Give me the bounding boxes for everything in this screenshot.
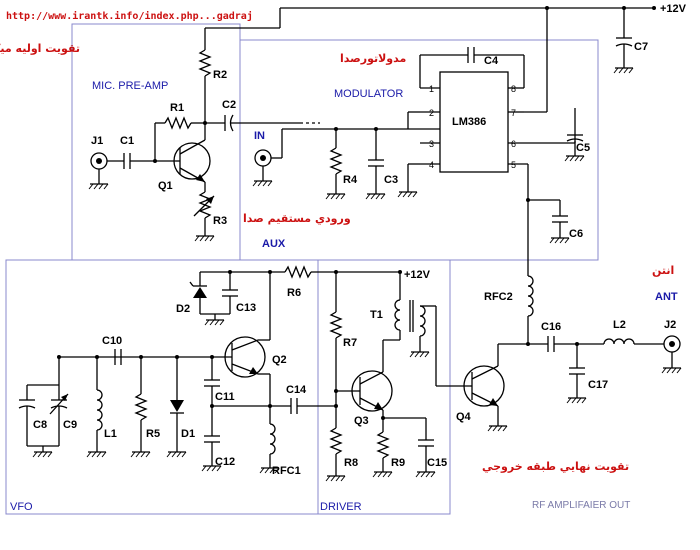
antenna-title-en: ANT (655, 291, 678, 303)
preamp-circuit (88, 28, 300, 242)
supply-label-top: +12V (660, 3, 687, 15)
label-r9: R9 (391, 457, 405, 469)
label-j1: J1 (91, 135, 103, 147)
ic-pin-1: 1 (429, 84, 434, 94)
ic-pin-4: 4 (429, 160, 434, 170)
label-c5: C5 (576, 142, 590, 154)
label-c17: C17 (588, 379, 608, 391)
label-q4: Q4 (456, 411, 472, 423)
label-c15: C15 (427, 457, 447, 469)
label-c7: C7 (634, 41, 648, 53)
label-rfc2: RFC2 (484, 291, 513, 303)
ic-pin-2: 2 (429, 108, 434, 118)
source-url: http://www.irantk.info/index.php...gadra… (6, 10, 253, 22)
label-r5: R5 (146, 428, 160, 440)
label-c6: C6 (569, 228, 583, 240)
label-l2: L2 (613, 319, 626, 331)
aux-title-fa: ورودي مستقيم صدا (243, 212, 351, 225)
label-c10: C10 (102, 335, 122, 347)
label-c12: C12 (215, 456, 235, 468)
label-c9: C9 (63, 419, 77, 431)
rf-output-circuit (463, 275, 682, 432)
ic-pin-3: 3 (429, 139, 434, 149)
antenna-title-fa: انتن (652, 264, 674, 277)
driver-circuit (325, 272, 470, 482)
top-supply-rail (205, 6, 656, 29)
in-label: IN (254, 130, 265, 142)
preamp-title-fa: تقويت اوليه ميكروفون (0, 42, 80, 55)
label-r2: R2 (213, 69, 227, 81)
label-c14: C14 (286, 384, 307, 396)
label-r6: R6 (287, 287, 301, 299)
label-rfc1: RFC1 (272, 465, 301, 477)
label-c1: C1 (120, 135, 134, 147)
label-c4: C4 (484, 55, 499, 67)
label-d2: D2 (176, 303, 190, 315)
label-d1: D1 (181, 428, 195, 440)
ic-pin-5: 5 (511, 160, 516, 170)
label-c16: C16 (541, 321, 561, 333)
preamp-title-en: MIC. PRE-AMP (92, 80, 168, 92)
modulator-title-en: MODULATOR (334, 88, 403, 100)
rf-amp-out-label: RF AMPLIFAIER OUT (532, 500, 630, 511)
label-c11: C11 (215, 391, 235, 403)
label-r8: R8 (344, 457, 358, 469)
label-r4: R4 (343, 174, 358, 186)
modulator-circuit (252, 8, 634, 276)
ic-lm386: LM386 (452, 116, 486, 128)
section-boxes (5, 23, 599, 515)
label-q1: Q1 (158, 180, 173, 192)
ic-pin-6: 6 (511, 139, 516, 149)
ic-pin-7: 7 (511, 108, 516, 118)
label-r1: R1 (170, 102, 184, 114)
supply-label-driver: +12V (404, 269, 431, 281)
label-l1: L1 (104, 428, 117, 440)
label-c13: C13 (236, 302, 256, 314)
label-t1: T1 (370, 309, 383, 321)
label-c2: C2 (222, 99, 236, 111)
label-q3: Q3 (354, 415, 369, 427)
output-title-fa: تقويت نهايي طبقه خروجي (482, 460, 629, 473)
ic-pin-8: 8 (511, 84, 516, 94)
modulator-title-fa: مدولاتورصدا (340, 52, 406, 65)
vfo-label: VFO (10, 501, 33, 513)
label-c8: C8 (33, 419, 47, 431)
label-q2: Q2 (272, 354, 287, 366)
vfo-circuit (18, 265, 402, 474)
aux-title-en: AUX (262, 238, 286, 250)
label-r3: R3 (213, 215, 227, 227)
label-r7: R7 (343, 337, 357, 349)
driver-label: DRIVER (320, 501, 362, 513)
label-j2: J2 (664, 319, 676, 331)
label-c3: C3 (384, 174, 398, 186)
